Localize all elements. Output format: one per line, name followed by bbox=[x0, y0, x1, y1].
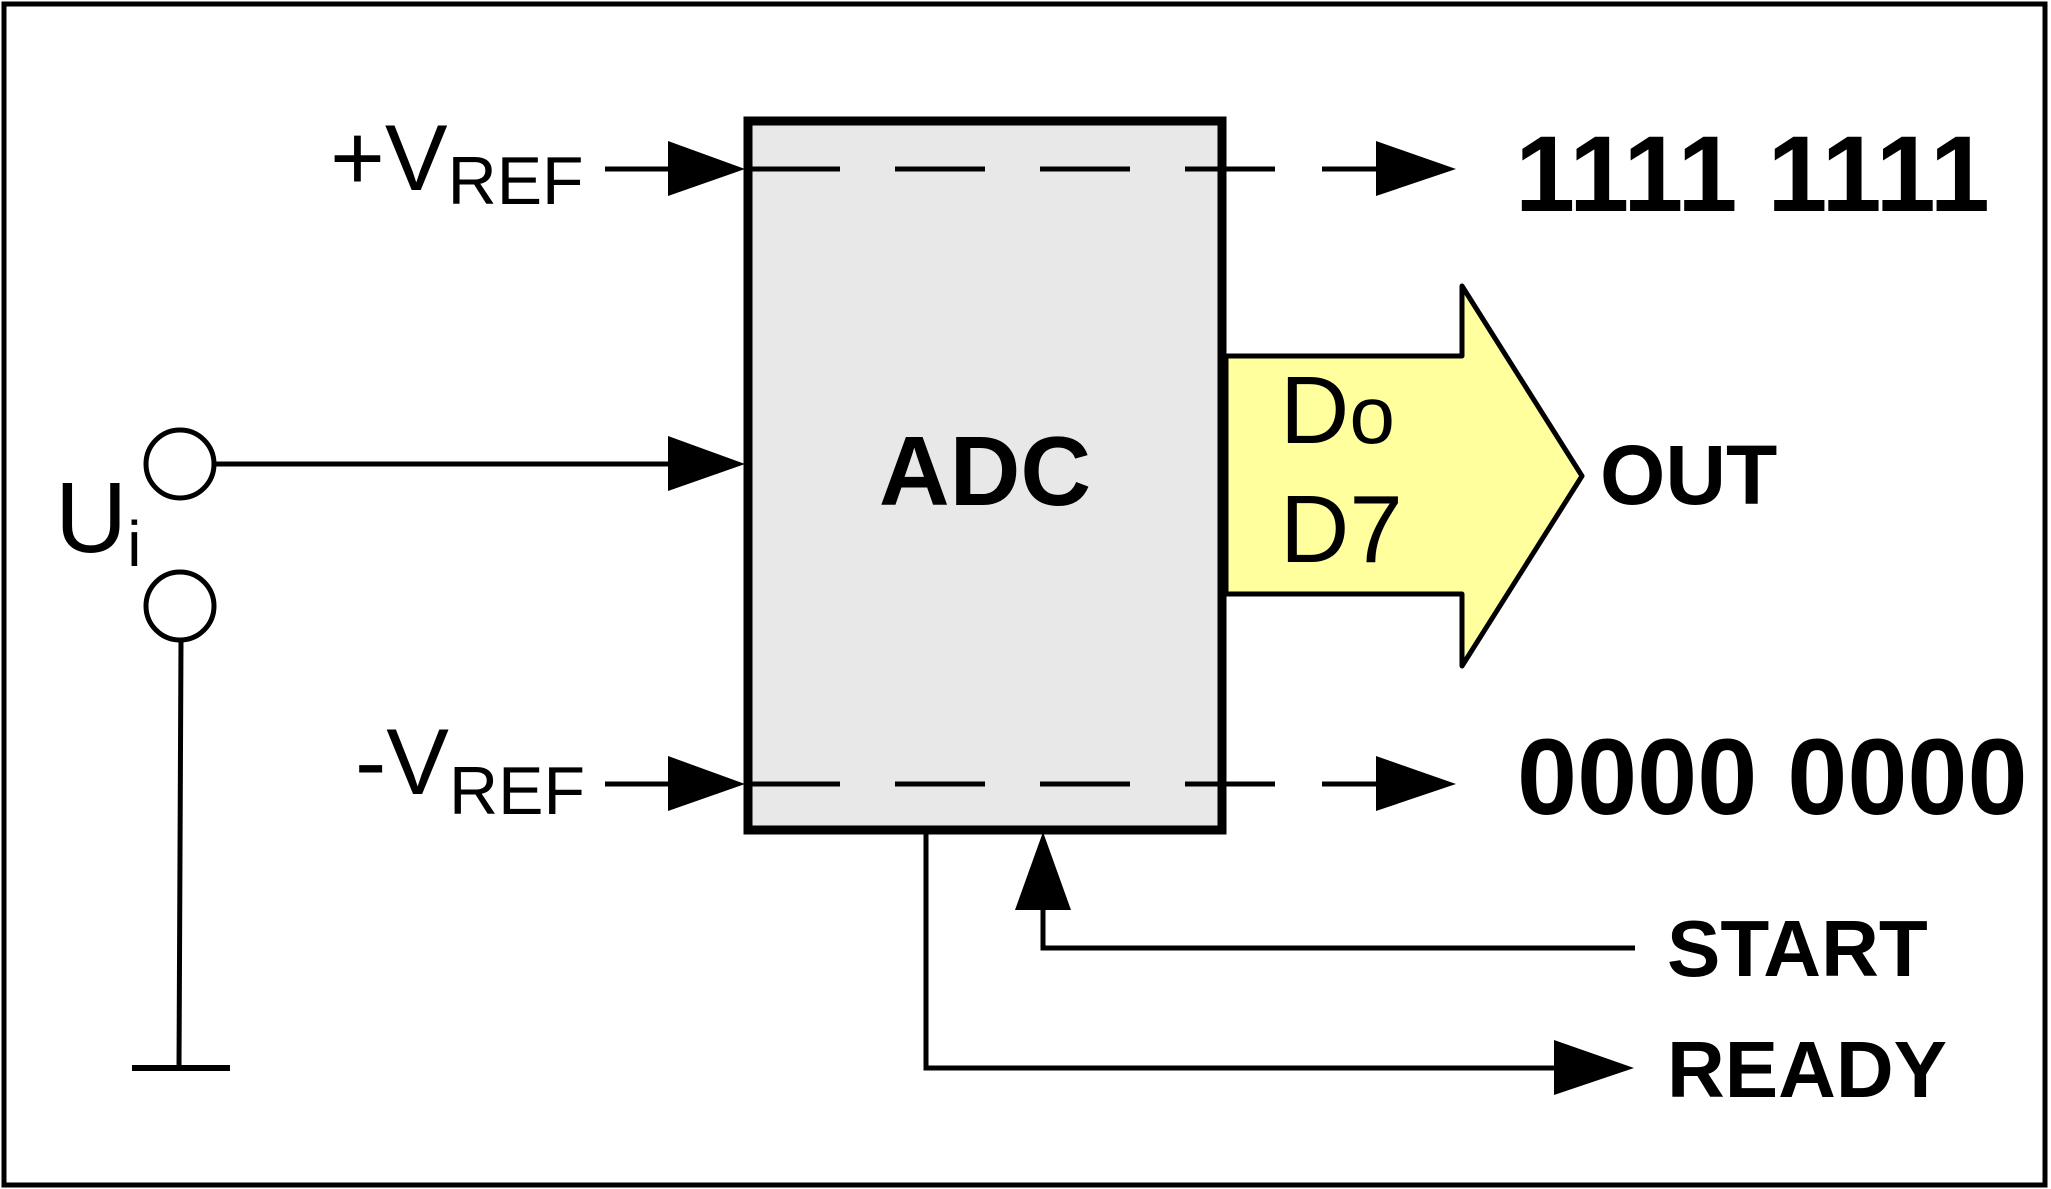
ready-line bbox=[923, 833, 1560, 1071]
d7-label: D7 bbox=[1280, 476, 1403, 583]
output-bus-arrow bbox=[1223, 283, 1585, 669]
ready-label: READY bbox=[1667, 1025, 1947, 1114]
vref-plus-subscript: REF bbox=[448, 143, 584, 219]
ui-input-arrow bbox=[668, 436, 745, 491]
ui-label: Ui bbox=[55, 462, 141, 580]
adc-block bbox=[743, 116, 1227, 835]
ui-subscript: i bbox=[127, 508, 141, 580]
ui-terminal-top bbox=[143, 427, 217, 501]
adc-label: ADC bbox=[879, 416, 1091, 526]
start-label: START bbox=[1667, 904, 1928, 993]
ui-terminal-bottom bbox=[143, 569, 217, 643]
min-code-value: 0000 0000 bbox=[1517, 716, 2028, 837]
ready-arrow bbox=[1554, 1040, 1634, 1095]
start-line bbox=[1040, 906, 1635, 951]
vref-plus-arrow bbox=[668, 141, 745, 196]
d0-subscript: o bbox=[1349, 370, 1395, 461]
vref-minus-subscript: REF bbox=[449, 753, 585, 829]
vref-minus-label: -VREF bbox=[355, 709, 585, 829]
out-label: OUT bbox=[1600, 428, 1777, 522]
start-arrow bbox=[1015, 832, 1071, 910]
max-code-value: 1111 1111 bbox=[1515, 113, 1990, 234]
max-code-arrow bbox=[1376, 141, 1456, 196]
vref-minus-arrow bbox=[668, 756, 745, 811]
d0-label: Do bbox=[1280, 357, 1395, 464]
min-code-arrow bbox=[1376, 756, 1456, 811]
vref-plus-label: +VREF bbox=[330, 105, 584, 219]
ground-wire bbox=[176, 639, 184, 1069]
